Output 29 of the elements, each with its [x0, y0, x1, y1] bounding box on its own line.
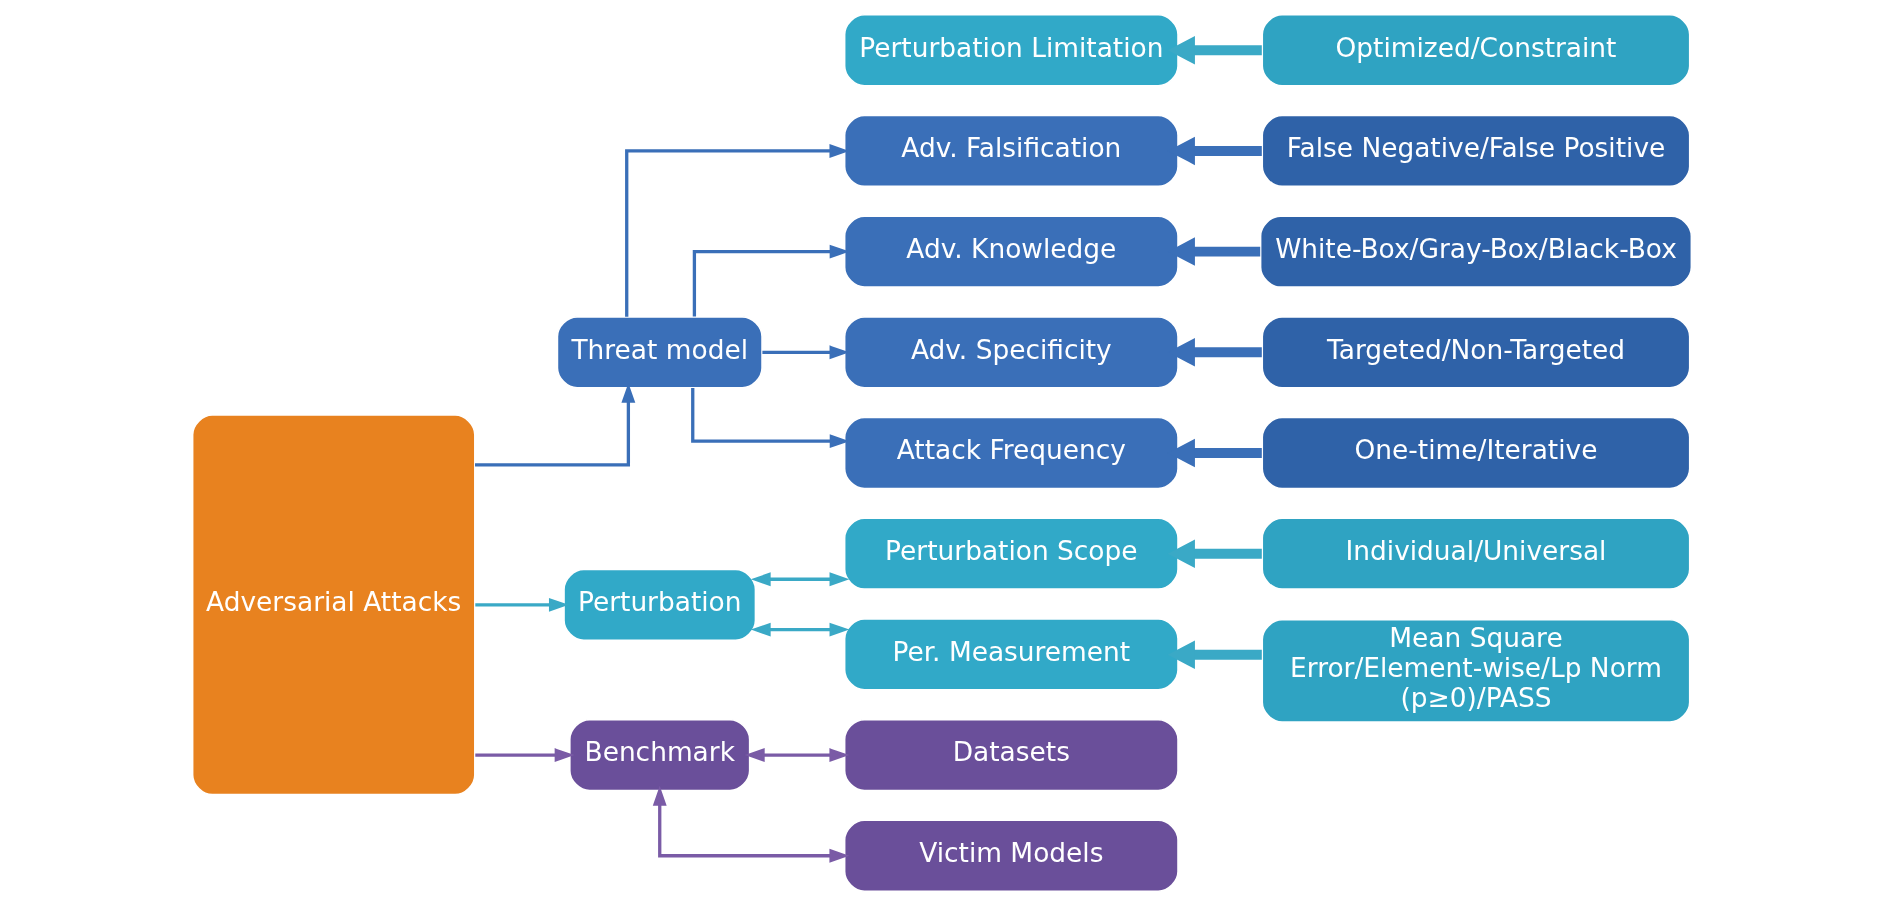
node-box: Adv. Specificity — [843, 316, 1179, 389]
arrow — [744, 748, 850, 762]
node-box: Targeted/Non-Targeted — [1261, 316, 1691, 389]
node-box: Individual/Universal — [1261, 517, 1691, 590]
arrow — [750, 572, 850, 587]
node-box: Victim Models — [843, 819, 1179, 893]
arrow — [1167, 640, 1262, 670]
node-box: Adv. Falsification — [843, 114, 1179, 188]
arrow — [1167, 35, 1262, 65]
arrow — [475, 597, 569, 612]
arrow — [475, 748, 575, 762]
arrow — [652, 785, 850, 863]
node-box: Perturbation Scope — [843, 517, 1179, 590]
node-box: Mean Square Error/Element-wise/Lp Norm (p≥0)/PASS — [1261, 618, 1691, 723]
node-box: White-Box/Gray-Box/Black-Box — [1259, 215, 1693, 288]
node-box: Adversarial Attacks — [191, 414, 476, 796]
node-box: Per. Measurement — [843, 618, 1179, 691]
node-box: False Negative/False Positive — [1261, 114, 1691, 188]
node-box: One-time/Iterative — [1261, 416, 1691, 490]
node-box: Datasets — [843, 718, 1179, 792]
arrow — [1167, 539, 1262, 568]
node-box: Threat model — [556, 316, 763, 389]
node-box: Perturbation — [563, 568, 757, 642]
node-box: Benchmark — [568, 718, 751, 792]
arrow — [750, 622, 850, 637]
node-box: Attack Frequency — [843, 416, 1179, 490]
node-box: Perturbation Limitation — [843, 13, 1179, 87]
node-box: Adv. Knowledge — [843, 215, 1179, 288]
node-box: Optimized/Constraint — [1261, 13, 1691, 87]
